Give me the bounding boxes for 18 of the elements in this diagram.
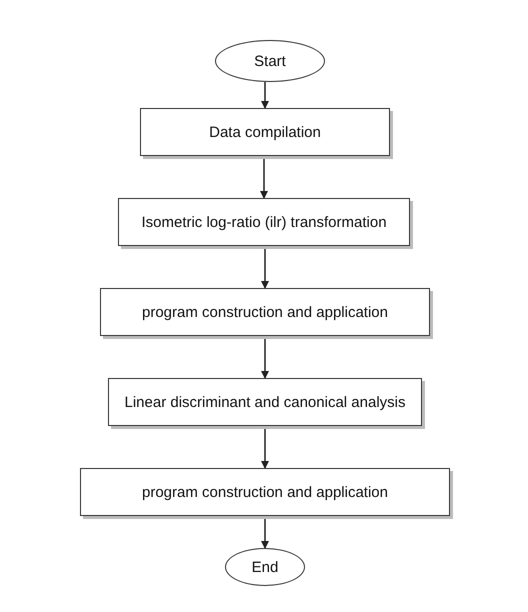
arrow (261, 426, 269, 469)
arrow (261, 516, 269, 549)
process-box (108, 378, 422, 426)
arrow (261, 336, 269, 379)
node-text: Data compilation (209, 124, 321, 140)
arrow (260, 156, 268, 199)
process-box (100, 288, 430, 336)
arrow (261, 82, 269, 109)
node-text: Linear discriminant and canonical analysis (124, 394, 406, 410)
arrow (261, 246, 269, 289)
process-box (80, 468, 450, 516)
process-box (118, 198, 410, 246)
node-text: End (252, 558, 278, 576)
node-text: program construction and application (142, 304, 388, 320)
node-text: Isometric log-ratio (ilr) transformation (141, 214, 387, 230)
node-text: Start (254, 52, 286, 70)
process-box (140, 108, 390, 156)
node-text: program construction and application (142, 484, 388, 500)
